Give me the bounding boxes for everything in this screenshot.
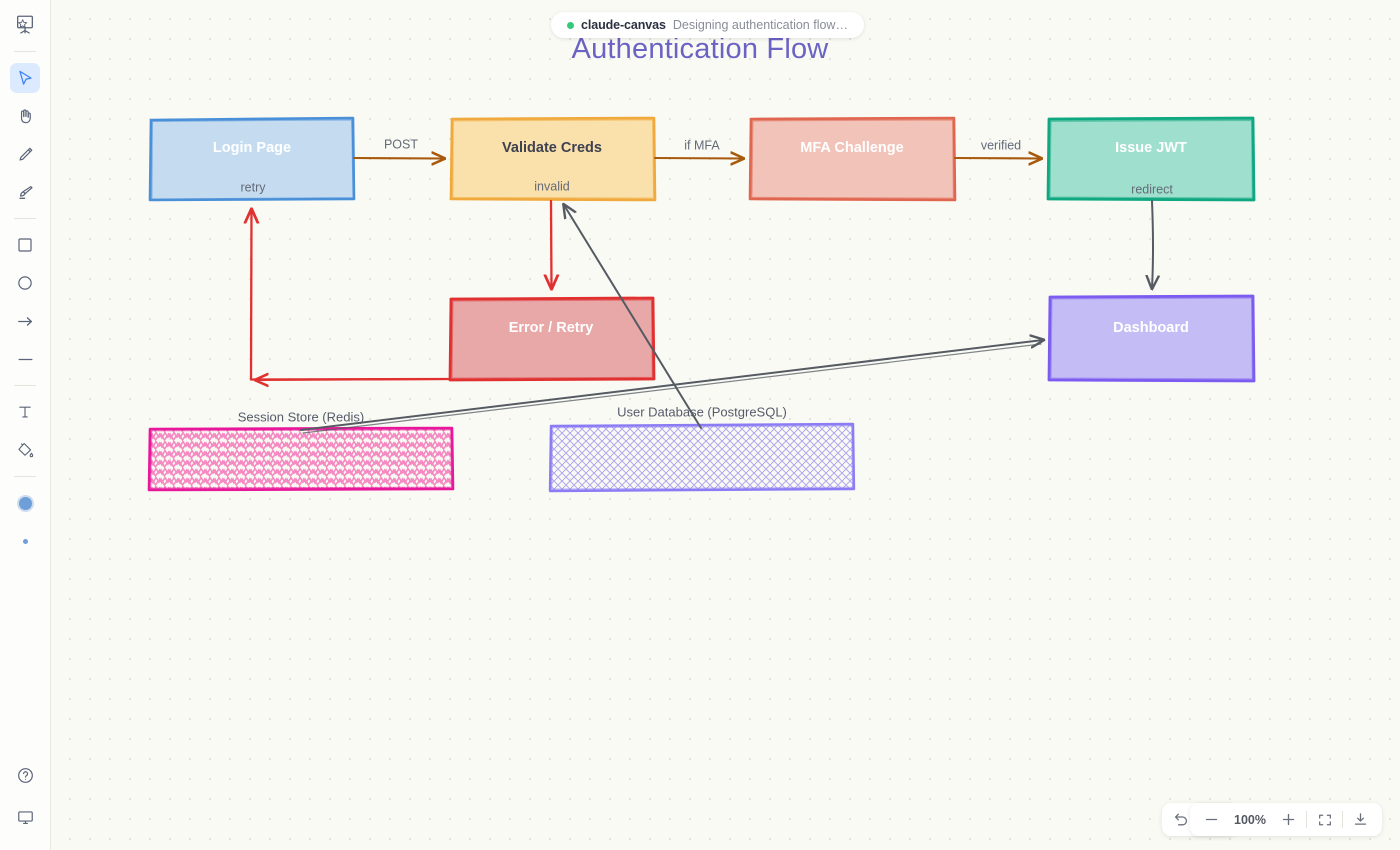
session-name: claude-canvas	[581, 18, 666, 32]
edge-label: invalid	[534, 179, 569, 193]
edge-jwt-to-dashboard[interactable]: redirect	[1131, 182, 1173, 288]
edge-userdb-to-validate[interactable]	[564, 205, 702, 429]
node-dashboard[interactable]: Dashboard	[1047, 294, 1256, 383]
hand-icon[interactable]	[10, 101, 40, 131]
fit-to-screen-button[interactable]	[1309, 804, 1340, 835]
toolbar-divider-3	[14, 385, 36, 386]
question-icon[interactable]	[10, 760, 40, 790]
zoom-out-button[interactable]	[1196, 804, 1227, 835]
paint-bucket-icon[interactable]	[10, 435, 40, 465]
status-dot	[567, 21, 574, 29]
toolbar-divider-4	[14, 476, 36, 477]
export-button[interactable]	[1345, 804, 1376, 835]
zoom-level[interactable]: 100%	[1234, 812, 1266, 827]
node-label: Login Page	[213, 140, 291, 156]
arrow-icon[interactable]	[10, 306, 40, 336]
node-mfa-challenge[interactable]: MFA Challenge	[748, 116, 957, 202]
node-label: Validate Creds	[502, 140, 602, 156]
line-icon[interactable]	[10, 344, 40, 374]
circle-icon[interactable]	[10, 268, 40, 298]
edge-label: verified	[981, 138, 1021, 152]
toolbar-divider-2	[14, 218, 36, 219]
edge-validate-to-mfa[interactable]: if MFA	[653, 138, 743, 158]
edge-login-to-validate[interactable]: POST	[352, 137, 444, 158]
node-session-store[interactable]: Session Store (Redis)	[147, 409, 455, 492]
easel-icon[interactable]	[10, 10, 40, 40]
session-status: Designing authentication flow…	[672, 18, 848, 32]
edge-label: if MFA	[684, 138, 720, 152]
edge-redis-to-dashboard[interactable]	[300, 340, 1043, 434]
control-divider	[1342, 811, 1343, 828]
node-user-database[interactable]: User Database (PostgreSQL)	[548, 404, 856, 493]
node-validate-creds[interactable]: Validate Creds	[449, 116, 657, 202]
session-badge[interactable]: claude-canvas Designing authentication f…	[551, 12, 864, 38]
select-tool[interactable]	[10, 63, 40, 93]
text-icon[interactable]	[10, 397, 40, 427]
zoom-controls: 100%	[1190, 803, 1382, 836]
highlighter-icon[interactable]	[10, 177, 40, 207]
edge-label: redirect	[1131, 182, 1173, 196]
flow-diagram[interactable]: Login Page Validate Creds MFA Challenge …	[51, 0, 1400, 850]
node-error-retry[interactable]: Error / Retry	[448, 296, 656, 382]
node-label: User Database (PostgreSQL)	[617, 404, 787, 419]
page-title[interactable]: Authentication Flow	[571, 33, 829, 65]
control-divider	[1306, 811, 1307, 828]
undo-button[interactable]	[1166, 804, 1197, 835]
node-login-page[interactable]: Login Page	[148, 116, 356, 202]
monitor-icon[interactable]	[10, 802, 40, 832]
node-issue-jwt[interactable]: Issue JWT	[1046, 116, 1256, 202]
edge-label: POST	[384, 137, 418, 151]
edge-error-to-login[interactable]: retry	[241, 180, 452, 380]
dot-icon[interactable]	[10, 526, 40, 556]
node-label: MFA Challenge	[800, 140, 903, 156]
node-label: Session Store (Redis)	[238, 409, 364, 424]
edge-mfa-to-jwt[interactable]: verified	[953, 138, 1041, 158]
toolbar-divider-1	[14, 51, 36, 52]
node-label: Error / Retry	[509, 320, 594, 336]
square-icon[interactable]	[10, 230, 40, 260]
pencil-icon[interactable]	[10, 139, 40, 169]
node-label: Dashboard	[1113, 320, 1189, 336]
edge-label: retry	[241, 180, 267, 194]
zoom-in-button[interactable]	[1273, 804, 1304, 835]
left-toolbar	[0, 0, 51, 850]
edge-validate-to-error[interactable]: invalid	[534, 179, 570, 288]
color-swatch[interactable]	[10, 488, 40, 518]
node-label: Issue JWT	[1115, 140, 1187, 156]
